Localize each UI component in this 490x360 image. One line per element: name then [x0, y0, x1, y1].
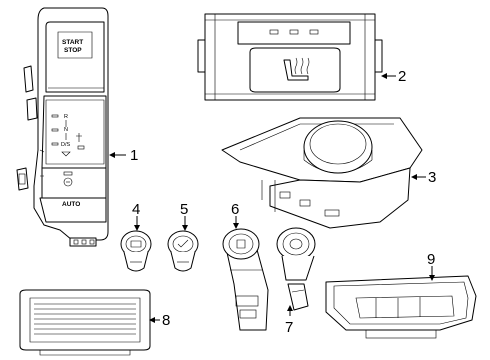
part-9-console-bezel: [325, 275, 477, 339]
part-6-power-outlet: [222, 228, 269, 331]
part-4-usb-socket: [120, 230, 152, 272]
callout-number-3: 3: [428, 169, 436, 186]
callout-3: 3: [411, 169, 436, 186]
part-7-socket-harness: [276, 227, 316, 311]
part-5-usb-socket: [167, 230, 199, 272]
stop-label: STOP: [64, 47, 82, 54]
callout-number-1: 1: [130, 147, 138, 164]
callout-1: 1: [109, 147, 138, 164]
callout-9: 9: [427, 251, 435, 281]
part-3-rotary-controller: [221, 117, 423, 229]
svg-text:R: R: [64, 114, 68, 120]
callout-4: 4: [132, 201, 140, 231]
callout-number-5: 5: [180, 201, 188, 218]
part-2-seat-heat-switch: [197, 13, 383, 101]
callout-7: 7: [285, 305, 293, 336]
start-label: START: [62, 39, 83, 46]
callout-number-2: 2: [398, 68, 406, 85]
callout-number-9: 9: [427, 251, 435, 268]
callout-number-8: 8: [162, 312, 170, 329]
callout-5: 5: [180, 201, 188, 231]
tray-ribs: [34, 303, 136, 335]
svg-text:N: N: [64, 127, 68, 133]
callout-2: 2: [381, 68, 406, 85]
callout-8: 8: [149, 312, 170, 329]
gear-indicator: R N D/S: [51, 114, 85, 157]
callout-6: 6: [231, 201, 239, 229]
callout-number-4: 4: [132, 201, 140, 218]
seat-heat-icon: [283, 57, 310, 81]
callout-number-7: 7: [285, 319, 293, 336]
callout-number-6: 6: [231, 201, 239, 218]
part-8-storage-tray: [19, 289, 151, 356]
auto-label: AUTO: [62, 201, 80, 208]
svg-text:D/S: D/S: [61, 142, 71, 148]
part-1-shifter-panel: START STOP R N D/S AUTO: [16, 7, 109, 247]
